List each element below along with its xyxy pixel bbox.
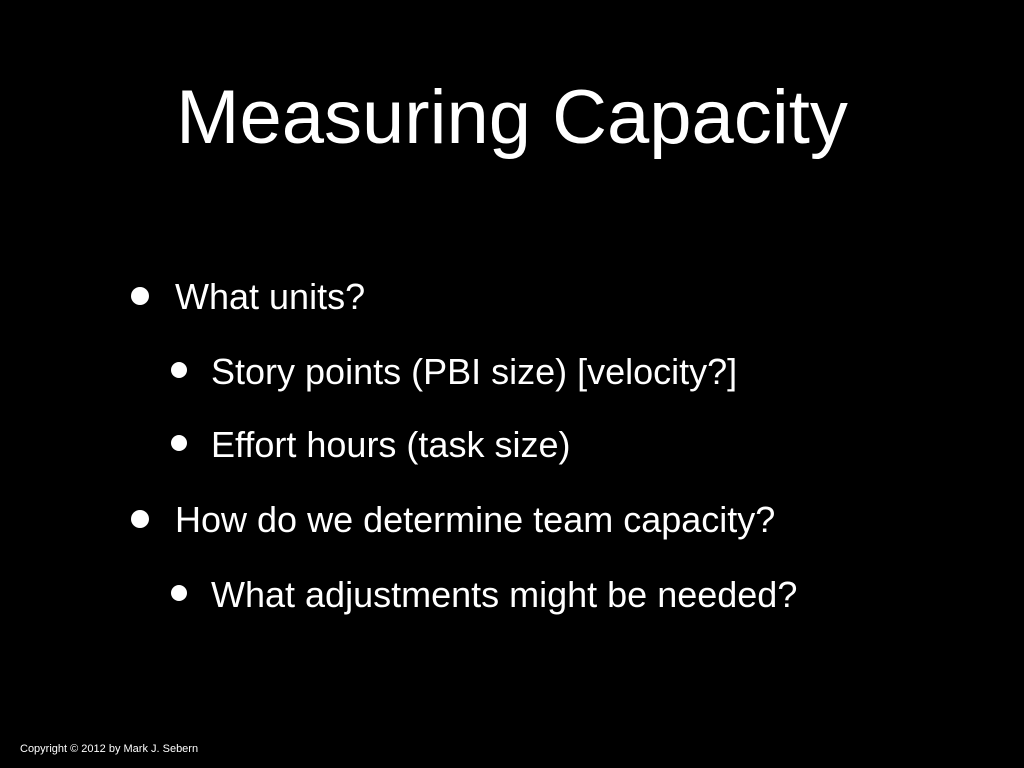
copyright-footer: Copyright © 2012 by Mark J. Sebern: [20, 743, 199, 755]
bullet-text: Effort hours (task size): [211, 424, 571, 465]
bullet-dot-icon: [131, 287, 149, 305]
bullet-dot-icon: [171, 585, 187, 601]
bullet-item-what-units: What units?: [131, 275, 366, 319]
bullet-text: How do we determine team capacity?: [175, 499, 776, 540]
bullet-dot-icon: [171, 435, 187, 451]
sub-bullet-item-adjustments: What adjustments might be needed?: [171, 573, 798, 617]
bullet-dot-icon: [171, 362, 187, 378]
bullet-text: What adjustments might be needed?: [211, 574, 798, 615]
bullet-item-team-capacity: How do we determine team capacity?: [131, 498, 776, 542]
bullet-dot-icon: [131, 510, 149, 528]
bullet-text: What units?: [175, 276, 366, 317]
slide-title: Measuring Capacity: [176, 75, 848, 160]
bullet-text: Story points (PBI size) [velocity?]: [211, 351, 738, 392]
sub-bullet-item-story-points: Story points (PBI size) [velocity?]: [171, 350, 738, 394]
sub-bullet-item-effort-hours: Effort hours (task size): [171, 423, 571, 467]
